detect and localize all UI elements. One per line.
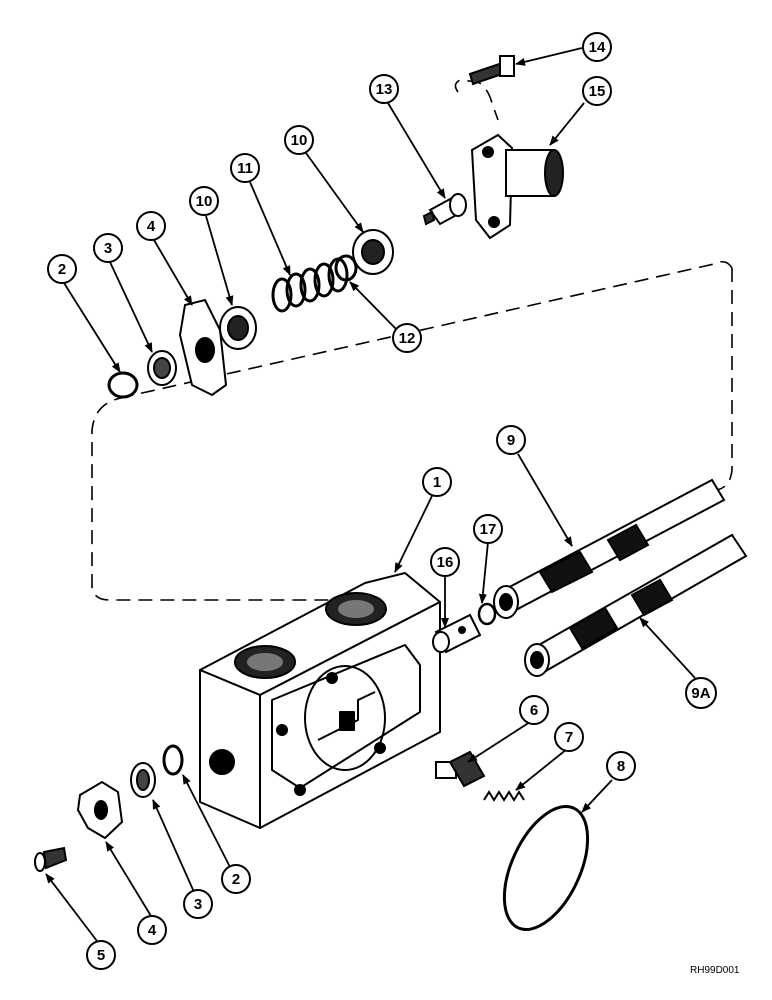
svg-text:14: 14 xyxy=(589,39,606,56)
callout-14: 14 xyxy=(582,32,612,62)
valve-body-front-face xyxy=(199,669,261,829)
svg-text:2: 2 xyxy=(58,261,66,278)
spacer-12 xyxy=(334,254,358,282)
callout-15: 15 xyxy=(582,76,612,106)
callout-1: 1 xyxy=(422,467,452,497)
svg-text:4: 4 xyxy=(147,218,156,235)
reference-code: RH99D001 xyxy=(690,965,740,976)
callout-2-upper: 2 xyxy=(47,254,77,284)
guide-line-top xyxy=(454,79,499,121)
guide-line-right-down xyxy=(715,268,733,491)
callouts: 1 2 2 3 3 4 4 5 6 7 8 9 9A 10 10 11 12 1… xyxy=(47,32,717,970)
callout-4-lower: 4 xyxy=(137,915,167,945)
callout-2-lower: 2 xyxy=(221,864,251,894)
callout-9a: 9A xyxy=(685,677,717,709)
callout-3-upper: 3 xyxy=(93,233,123,263)
callout-13: 13 xyxy=(369,74,399,104)
cap-housing-15 xyxy=(470,133,564,240)
callout-10-right: 10 xyxy=(284,125,314,155)
svg-text:7: 7 xyxy=(565,729,573,746)
svg-text:8: 8 xyxy=(617,758,625,775)
svg-text:3: 3 xyxy=(194,896,202,913)
cap-screw-14 xyxy=(468,55,515,86)
snap-ring-2-upper xyxy=(107,371,139,399)
valve-body xyxy=(199,572,441,829)
seal-3-lower xyxy=(130,762,156,798)
svg-text:15: 15 xyxy=(589,83,606,100)
svg-text:6: 6 xyxy=(530,702,538,719)
retainer-plate-4-lower xyxy=(76,780,124,840)
callout-6: 6 xyxy=(519,695,549,725)
svg-text:12: 12 xyxy=(399,330,416,347)
svg-text:13: 13 xyxy=(376,81,393,98)
svg-text:10: 10 xyxy=(291,132,308,149)
svg-text:5: 5 xyxy=(97,947,105,964)
spool-9 xyxy=(493,478,726,619)
plug-16 xyxy=(432,613,482,654)
spring-11 xyxy=(271,257,349,313)
svg-text:17: 17 xyxy=(480,521,497,538)
svg-text:4: 4 xyxy=(148,922,157,939)
relief-valve-6 xyxy=(435,750,486,788)
detent-13 xyxy=(422,193,467,226)
front-port xyxy=(209,749,235,775)
spool-9a xyxy=(524,533,748,677)
leader-lines xyxy=(45,47,696,942)
svg-text:2: 2 xyxy=(232,871,240,888)
svg-text:11: 11 xyxy=(237,160,253,177)
callout-3-lower: 3 xyxy=(183,889,213,919)
svg-text:16: 16 xyxy=(437,554,454,571)
callout-10-left: 10 xyxy=(189,186,219,216)
callout-12: 12 xyxy=(392,323,422,353)
o-ring-17 xyxy=(477,602,497,626)
guide-line-right xyxy=(119,260,733,399)
svg-text:1: 1 xyxy=(433,474,441,491)
svg-text:3: 3 xyxy=(104,240,112,257)
spool-bore-opening xyxy=(304,665,386,771)
callout-17: 17 xyxy=(473,514,503,544)
callout-5: 5 xyxy=(86,940,116,970)
gasket-outline xyxy=(271,644,421,789)
svg-text:9A: 9A xyxy=(691,685,710,702)
callout-4-upper: 4 xyxy=(136,211,166,241)
seal-3-upper xyxy=(147,350,177,386)
retainer-plate-4-upper xyxy=(178,298,228,397)
spring-seat-10-right xyxy=(352,229,394,275)
callout-8: 8 xyxy=(606,751,636,781)
snap-ring-2-lower xyxy=(162,744,184,776)
bolt-5 xyxy=(34,846,68,872)
spring-7 xyxy=(483,790,525,802)
guide-line-left xyxy=(91,396,395,601)
callout-16: 16 xyxy=(430,547,460,577)
svg-text:9: 9 xyxy=(507,432,515,449)
callout-11: 11 xyxy=(230,153,260,183)
o-ring-8 xyxy=(502,804,590,932)
callout-9: 9 xyxy=(496,425,526,455)
svg-text:10: 10 xyxy=(196,193,213,210)
callout-7: 7 xyxy=(554,722,584,752)
spring-seat-10-left xyxy=(219,306,257,350)
